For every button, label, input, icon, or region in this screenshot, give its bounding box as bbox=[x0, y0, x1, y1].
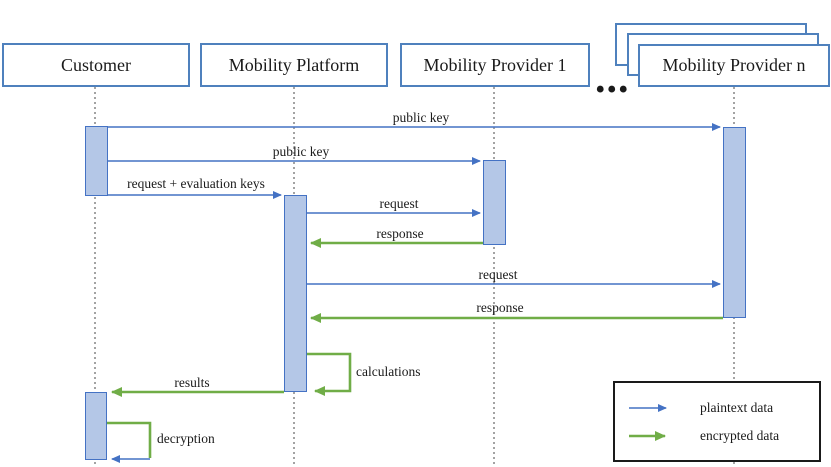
label-decryption: decryption bbox=[157, 431, 215, 446]
label-public-key-to-n: public key bbox=[392, 110, 450, 125]
actor-box-mobility-platform: Mobility Platform bbox=[200, 43, 388, 87]
arrow-decryption-self-loop-out bbox=[107, 421, 152, 458]
activation-customer-2 bbox=[85, 392, 107, 460]
actor-box-mobility-provider-1: Mobility Provider 1 bbox=[400, 43, 590, 87]
legend-row-plaintext: plaintext data bbox=[628, 400, 819, 416]
activation-mobility-platform bbox=[284, 195, 307, 392]
arrow-calculations-self-loop bbox=[307, 352, 352, 396]
plaintext-arrow-icon bbox=[629, 403, 667, 412]
label-response-from-1: response bbox=[376, 226, 424, 241]
label-calculations: calculations bbox=[356, 364, 421, 379]
actor-box-mobility-provider-n: Mobility Provider n bbox=[638, 44, 830, 87]
label-public-key-to-1: public key bbox=[272, 144, 330, 159]
encrypted-arrow-icon bbox=[629, 430, 666, 441]
label-response-from-n: response bbox=[476, 300, 524, 315]
actor-label-customer: Customer bbox=[61, 54, 131, 75]
label-request-evaluation-keys: request + evaluation keys bbox=[127, 176, 265, 191]
activation-mobility-provider-n bbox=[723, 127, 746, 318]
legend-row-encrypted: encrypted data bbox=[628, 428, 819, 444]
lifeline-mobility-provider-1 bbox=[493, 87, 495, 467]
legend: plaintext data encrypted data bbox=[613, 381, 821, 462]
ellipsis-icon: ... bbox=[595, 56, 630, 102]
label-results: results bbox=[174, 375, 210, 390]
legend-label-encrypted: encrypted data bbox=[700, 427, 780, 443]
legend-label-plaintext: plaintext data bbox=[700, 399, 774, 415]
lifeline-customer bbox=[94, 87, 96, 467]
actor-label-mobility-provider-n: Mobility Provider n bbox=[662, 55, 806, 75]
actor-label-mobility-provider-1: Mobility Provider 1 bbox=[423, 54, 567, 75]
label-request-to-n: request bbox=[478, 267, 518, 282]
actor-label-mobility-platform: Mobility Platform bbox=[228, 54, 360, 75]
activation-customer-1 bbox=[85, 126, 108, 196]
activation-mobility-provider-1 bbox=[483, 160, 506, 245]
actor-box-customer: Customer bbox=[2, 43, 190, 87]
label-request-to-1: request bbox=[379, 196, 419, 211]
